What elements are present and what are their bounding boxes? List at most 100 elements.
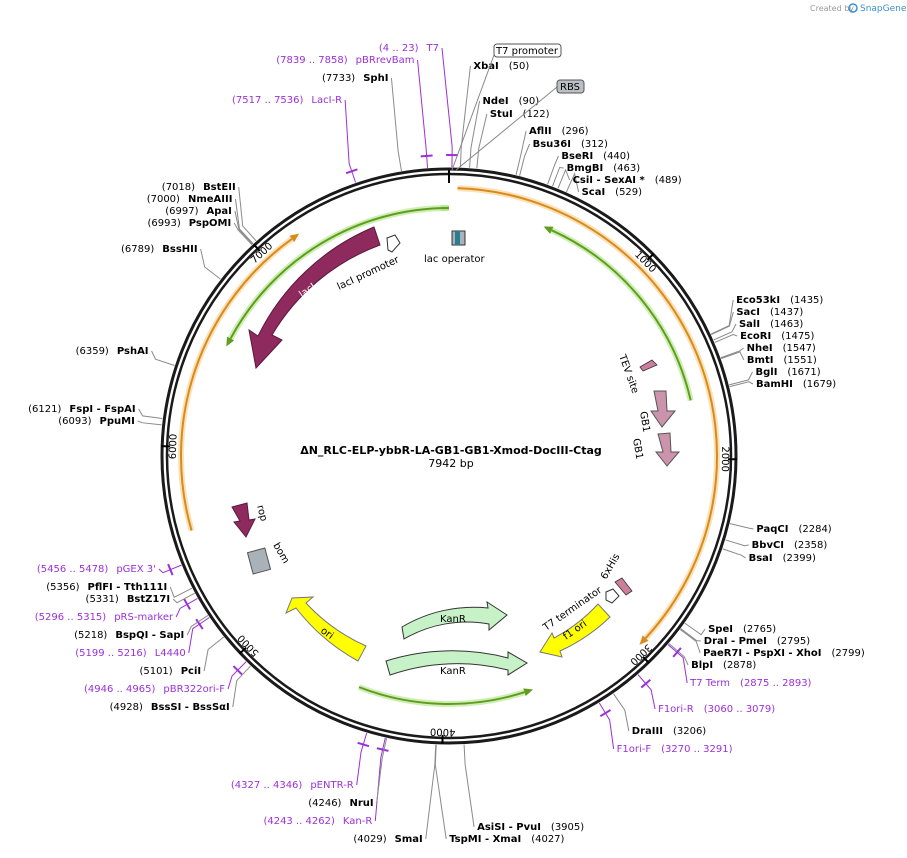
site-label: CsiI - SexAI *(489) [573,175,682,186]
leader-52 [390,77,402,172]
site-label: BsaI(2399) [749,553,816,564]
site-label: NheI(1547) [747,343,816,354]
site-name: BglI [755,367,777,378]
site-label: (4946 .. 4965)pBR322ori-F [84,684,225,695]
tev-site-label: TEV site [616,352,641,395]
laci-promoter-arrow [386,234,401,253]
site-position: (7000) [147,194,180,205]
leader-42 [158,564,182,574]
site-name: FspI - FspAI [69,404,135,415]
credit-brand: SnapGene [860,4,907,14]
site-position: (3206) [673,726,706,737]
t7-promoter-tag: T7 promoter [451,43,562,171]
site-position: (4027) [531,834,564,845]
orf-ring-main [457,187,718,639]
site-name: SpeI [708,624,733,635]
site-position: (1547) [783,343,816,354]
site-name: SmaI [395,834,423,845]
tick-5000 [238,646,247,655]
f1-ori-arrow [539,603,611,658]
site-name: DraIII [632,726,663,737]
leader-54 [441,47,453,168]
site-name: BlpI [691,660,713,671]
site-position: (529) [615,187,642,198]
leader-6 [552,166,564,187]
site-label: (5101)PciI [139,666,201,677]
leader-39 [175,598,198,618]
site-name: SacI [736,307,760,318]
site-name: AsiSI - PvuI [477,822,541,833]
site-label: (7000) NmeAIII [147,194,233,205]
site-position: (2795) [777,636,810,647]
site-label: T7 Term(2875 .. 2893) [689,678,811,689]
gb1-label-a: GB1 [637,411,651,434]
site-position: (2875 .. 2893) [740,678,812,689]
site-leader-lines [137,47,754,840]
site-position: (489) [655,175,682,186]
site-label: (7517 .. 7536)LacI-R [232,95,342,106]
tev-site-arrow [639,359,658,372]
site-position: (4327 .. 4346) [231,780,303,791]
orf-ring-green-bottom-head [523,688,534,697]
site-label: EcoRI(1475) [740,331,814,342]
site-label: TspMI - XmaI(4027) [449,834,564,845]
site-name: BmgBI [567,163,604,174]
primer-mark-27 [599,709,612,718]
site-name: BsaI [749,553,773,564]
orf-ring-left [180,238,293,531]
leader-46 [200,248,221,280]
site-position: (2284) [798,524,831,535]
ori-arrow [285,596,367,662]
leader-50 [238,186,257,242]
leader-5 [547,155,559,185]
kanr-arrow-a [401,600,508,640]
site-position: (5218) [74,630,107,641]
site-position: (7018) [162,182,195,193]
leader-35 [227,661,247,690]
site-position: (2765) [743,624,776,635]
site-label: BlpI(2878) [691,660,756,671]
site-name: PaqCI [756,524,788,535]
leader-16 [729,381,754,388]
site-name: NmeAIII [188,194,232,205]
orf-ring-main-glow [457,185,720,641]
site-label: ScaI(529) [582,187,643,198]
primer-mark-24 [672,647,682,658]
leader-1 [469,100,481,168]
leader-8 [565,172,580,193]
leader-45 [151,350,175,366]
leader-24 [667,644,688,684]
leader-49 [234,198,254,244]
site-label: DraIII (3206) [632,726,707,737]
leader-43 [137,420,162,426]
gb1-arrow-b [654,432,681,467]
leader-21 [680,628,701,642]
site-label: (4 .. 23)T7 [379,43,439,54]
site-label: (6121)FspI - FspAI [28,404,135,415]
site-name: F1ori-F [617,744,652,755]
site-name: BamHI [756,379,793,390]
site-position: (1437) [770,307,803,318]
site-position: (7839 .. 7858) [276,55,348,66]
site-name: F1ori-R [658,704,694,715]
rbs-tag: RBS [455,79,585,171]
site-name: NdeI [483,96,509,107]
site-label: (7733)SphI [322,73,388,84]
tick-3000 [642,655,650,664]
site-label: SacI (1437) [736,307,803,318]
site-name: BseRI [561,151,593,162]
primer-mark-51 [345,168,358,175]
site-label: (4327 .. 4346)pENTR-R [231,780,354,791]
site-name: pBRrevBam [356,55,415,66]
leader-4 [519,143,531,176]
site-position: (5331) [86,594,119,605]
lac-operator-label: lac operator [424,254,485,265]
site-name: pRS-marker [114,612,174,623]
site-position: (6993) [147,218,180,229]
t7-terminator-marker [605,588,620,604]
site-label: (5199 .. 5216)L4440 [75,648,185,659]
leader-18 [725,539,749,547]
site-position: (4 .. 23) [379,43,419,54]
site-position: (1435) [790,295,823,306]
